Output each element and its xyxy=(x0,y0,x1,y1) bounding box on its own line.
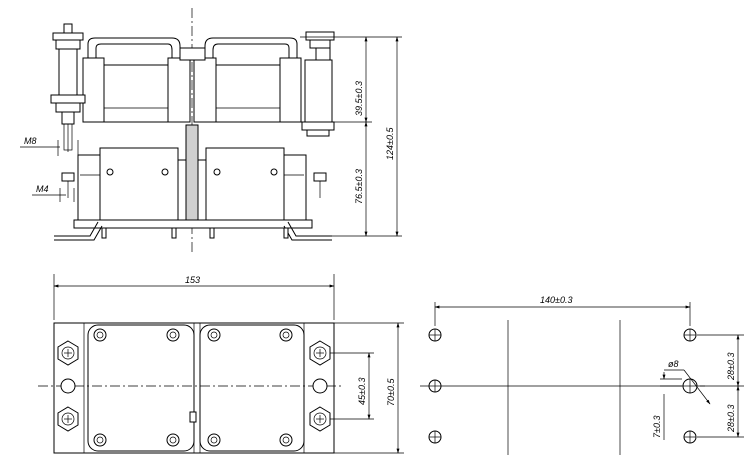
mounting-layout: 140±0.3 ø8 7±0.3 28± xyxy=(420,295,744,455)
dim-lower-section: 76.5±0.3 xyxy=(354,169,364,204)
dim-overall-depth: 70±0.5 xyxy=(386,378,396,406)
m8-callout: M8 xyxy=(24,136,37,146)
dim-lower-pitch: 28±0.3 xyxy=(726,405,736,433)
terminal-nuts xyxy=(57,340,331,432)
plan-view: 153 xyxy=(38,274,404,454)
plate-screws xyxy=(93,328,293,447)
dim-offset: 7±0.3 xyxy=(652,416,662,438)
dim-overall-width: 153 xyxy=(185,275,200,285)
dim-hole-diameter: ø8 xyxy=(668,359,679,369)
dim-overall-height: 124±0.5 xyxy=(385,127,395,160)
mounting-holes-left xyxy=(428,328,442,444)
dim-hole-spacing: 45±0.3 xyxy=(357,378,367,405)
front-view: M8 M4 39.5±0.3 76.5±0.3 124±0.5 xyxy=(20,8,402,252)
mounting-holes-right xyxy=(682,328,698,444)
dim-top-section: 39.5±0.3 xyxy=(354,81,364,116)
m4-callout: M4 xyxy=(36,184,49,194)
dim-hole-span: 140±0.3 xyxy=(540,295,572,305)
dim-upper-pitch: 28±0.3 xyxy=(726,353,736,381)
